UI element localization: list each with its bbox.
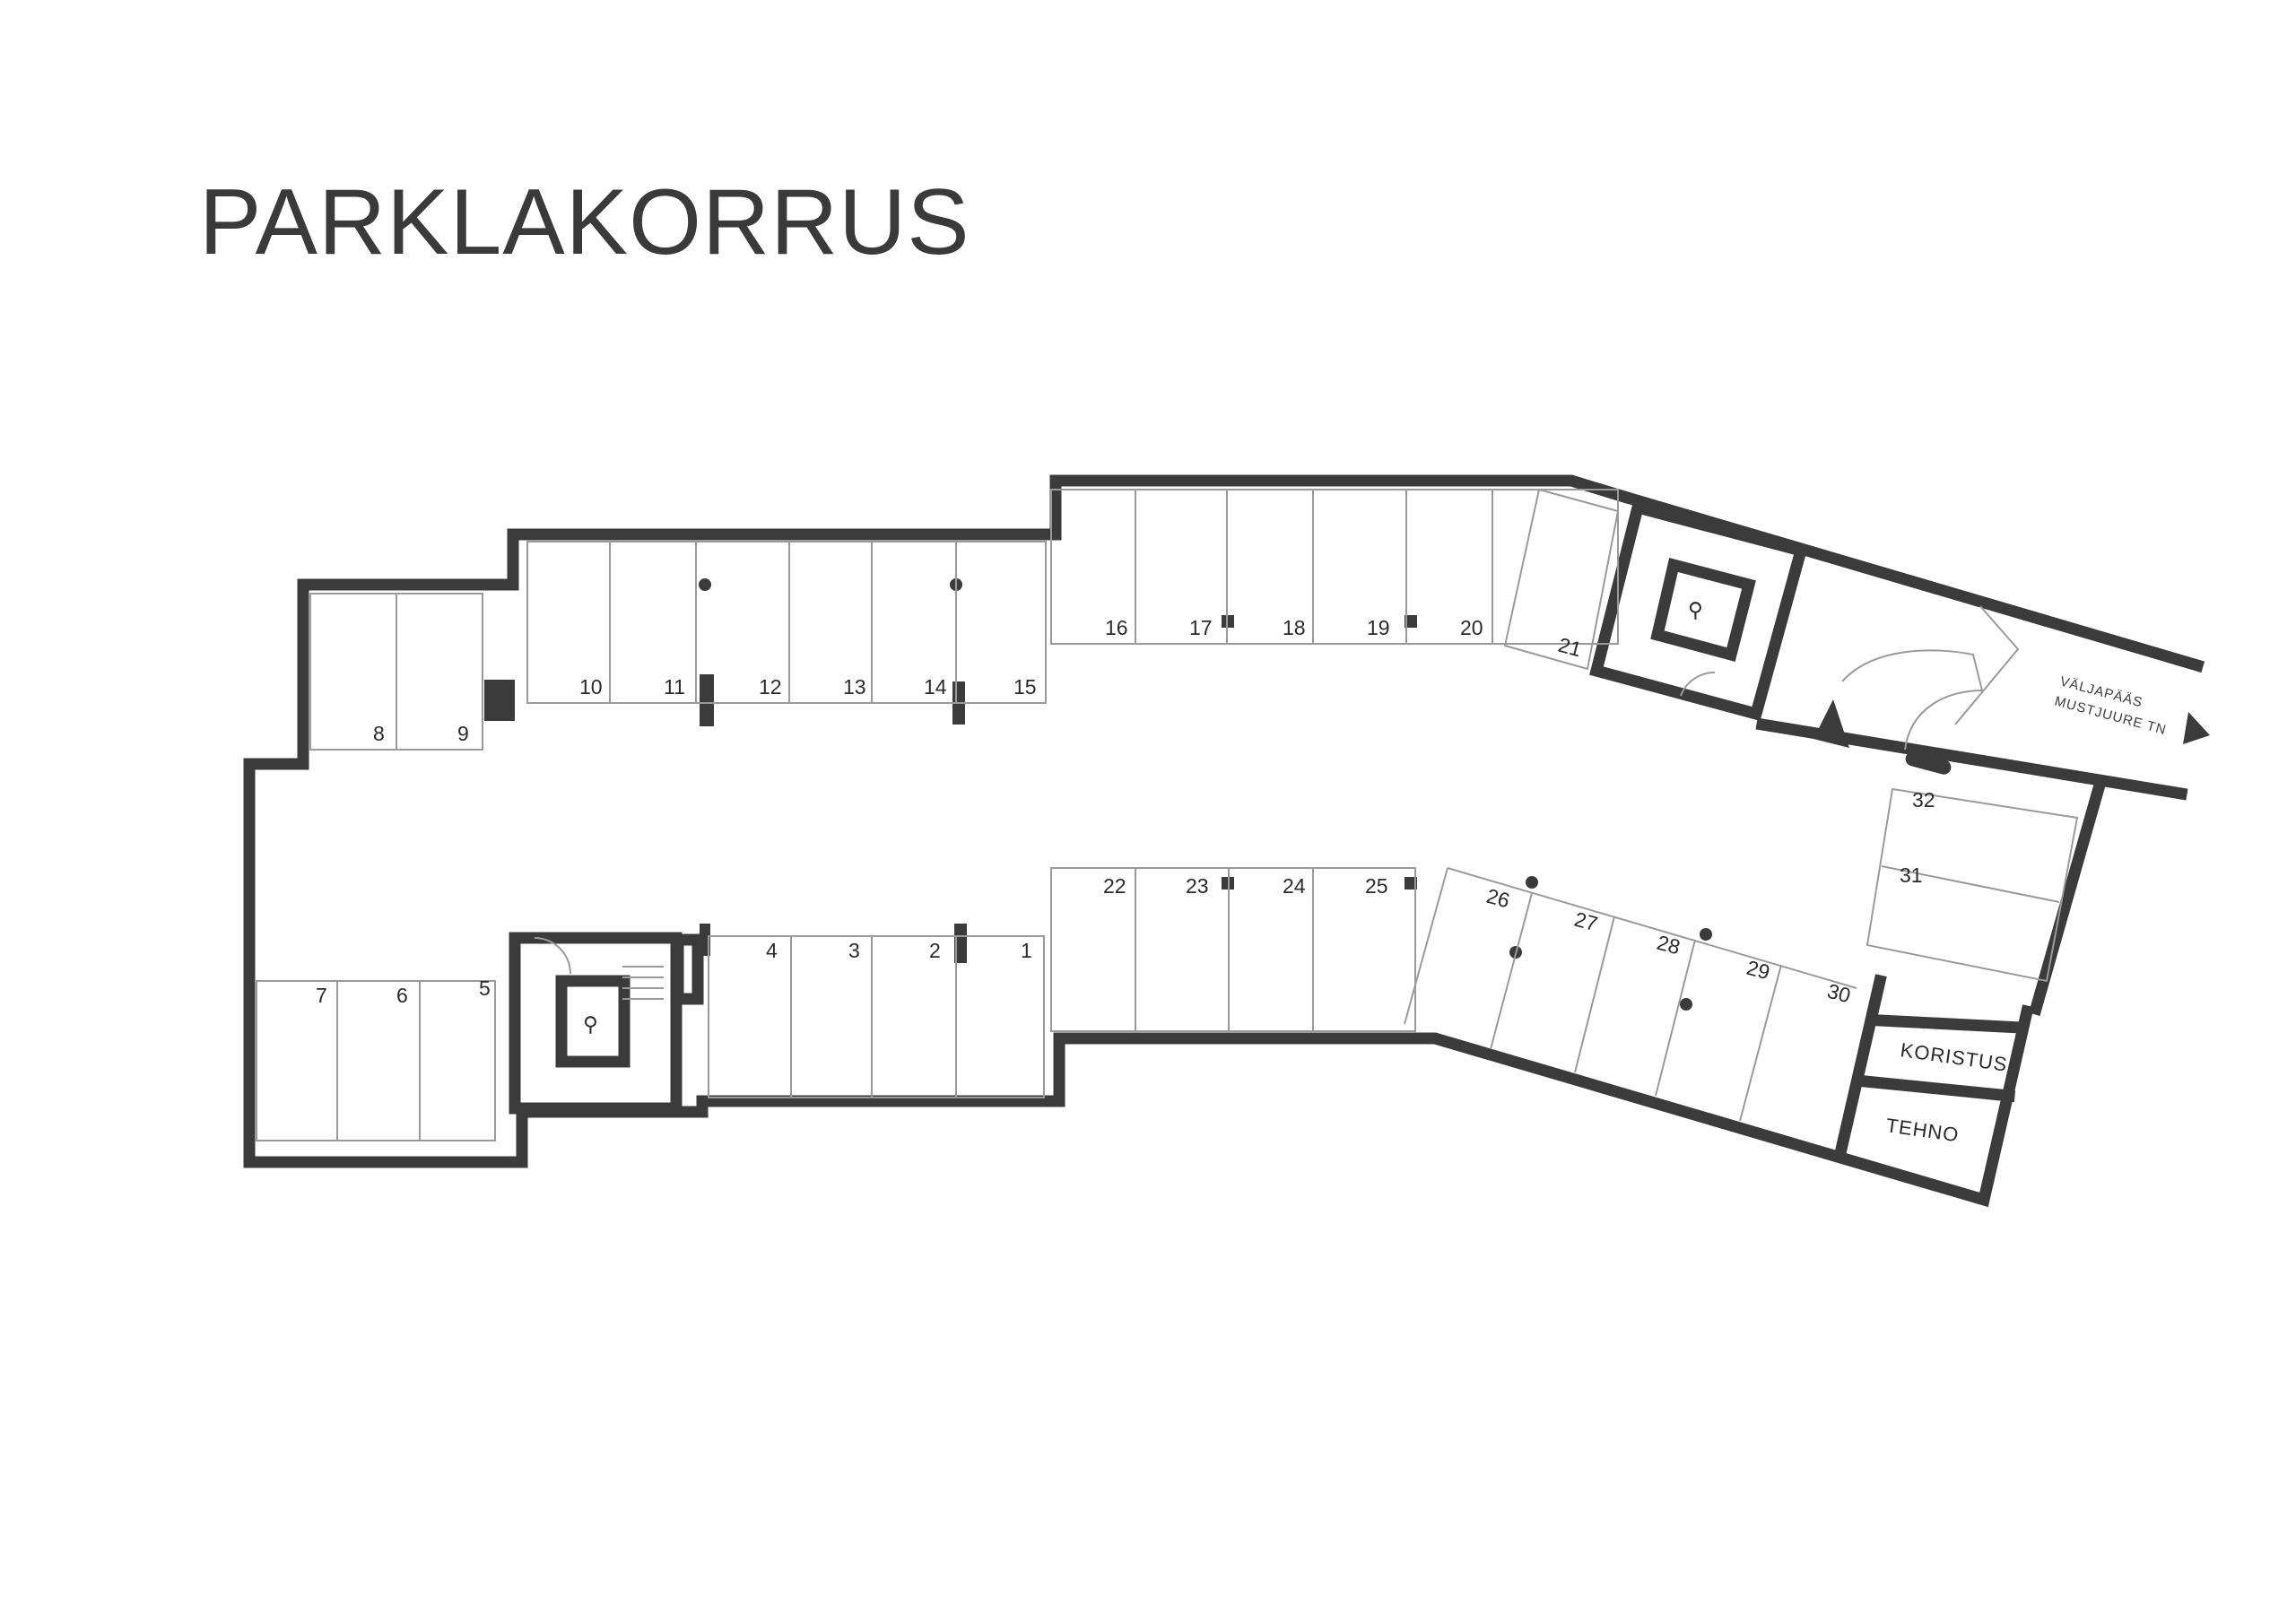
space-13: 13	[843, 675, 866, 699]
column	[1905, 751, 1952, 775]
outer-walls	[243, 474, 2205, 1208]
elevator-left-icon: ⚲	[583, 1012, 598, 1036]
space-1: 1	[1021, 939, 1032, 962]
exit-ramp: VÄLJAPÄÄS MUSTJUURE TN	[1813, 605, 2210, 751]
arrow-out-icon	[2183, 712, 2210, 744]
stair-core-right-wall	[1589, 500, 1809, 721]
service-wall-top	[1874, 1014, 2028, 1034]
space-24: 24	[1283, 874, 1306, 898]
columns	[484, 578, 1952, 1011]
space-29: 29	[1744, 956, 1772, 985]
ramp-curve	[1841, 649, 1984, 751]
space-31: 31	[1900, 864, 1923, 887]
space-28: 28	[1655, 931, 1683, 959]
column	[954, 924, 967, 963]
ramp-wall	[1954, 605, 2020, 725]
space-17: 17	[1189, 616, 1213, 639]
space-15: 15	[1013, 675, 1037, 699]
space-10: 10	[579, 675, 603, 699]
outer-wall-bottom	[297, 474, 1632, 770]
room-koristus-label: KORISTUS	[1899, 1038, 2009, 1076]
elevator-right-icon: ⚲	[1688, 598, 1703, 621]
space-20: 20	[1460, 616, 1483, 639]
stairs-left	[622, 966, 664, 1000]
space-4: 4	[766, 939, 778, 962]
service-rooms: KORISTUS TEHNO	[1833, 974, 2028, 1160]
elevator-right	[1650, 558, 1756, 662]
parking-space-lines	[256, 488, 2079, 1141]
space-3: 3	[848, 939, 860, 962]
space-14: 14	[924, 675, 947, 699]
page-title: PARKLAKORRUS	[199, 170, 970, 274]
space-23: 23	[1186, 874, 1209, 898]
space-6: 6	[396, 984, 408, 1007]
door-swing-right	[1680, 671, 1716, 697]
space-22: 22	[1103, 874, 1126, 898]
service-wall-left	[1833, 974, 1887, 1160]
space-18: 18	[1283, 616, 1306, 639]
column	[1700, 928, 1712, 941]
column	[700, 674, 714, 726]
column	[1680, 998, 1692, 1011]
space-5: 5	[479, 976, 491, 1000]
space-30: 30	[1825, 979, 1853, 1008]
space-12: 12	[759, 675, 782, 699]
space-8: 8	[373, 722, 385, 745]
space-26: 26	[1484, 884, 1512, 913]
space-7: 7	[316, 984, 327, 1007]
room-tehno-label: TEHNO	[1884, 1114, 1961, 1146]
stair-core-left-shaft	[672, 933, 704, 1005]
door-swing-left	[534, 937, 571, 975]
space-2: 2	[929, 939, 941, 962]
right-wall	[2028, 774, 2109, 1017]
space-16: 16	[1105, 616, 1128, 639]
column	[699, 578, 711, 591]
column	[1526, 876, 1538, 889]
stair-core-right: ⚲	[1589, 500, 1809, 721]
arrow-in-icon	[1813, 699, 1849, 748]
space-27: 27	[1572, 907, 1600, 936]
space-32: 32	[1912, 788, 1935, 812]
stair-core-left: ⚲	[509, 932, 704, 1115]
space-21: 21	[1556, 633, 1584, 662]
stair-core-left-wall	[509, 932, 683, 1115]
space-19: 19	[1367, 616, 1390, 639]
elevator-left	[555, 975, 631, 1068]
space-11: 11	[664, 675, 685, 699]
space-9: 9	[457, 722, 469, 745]
space-25: 25	[1365, 874, 1388, 898]
column	[1405, 877, 1417, 890]
column-block	[484, 680, 515, 721]
outer-wall-top	[243, 758, 2034, 1208]
service-wall-mid	[1858, 1074, 2016, 1103]
column	[1405, 615, 1417, 628]
